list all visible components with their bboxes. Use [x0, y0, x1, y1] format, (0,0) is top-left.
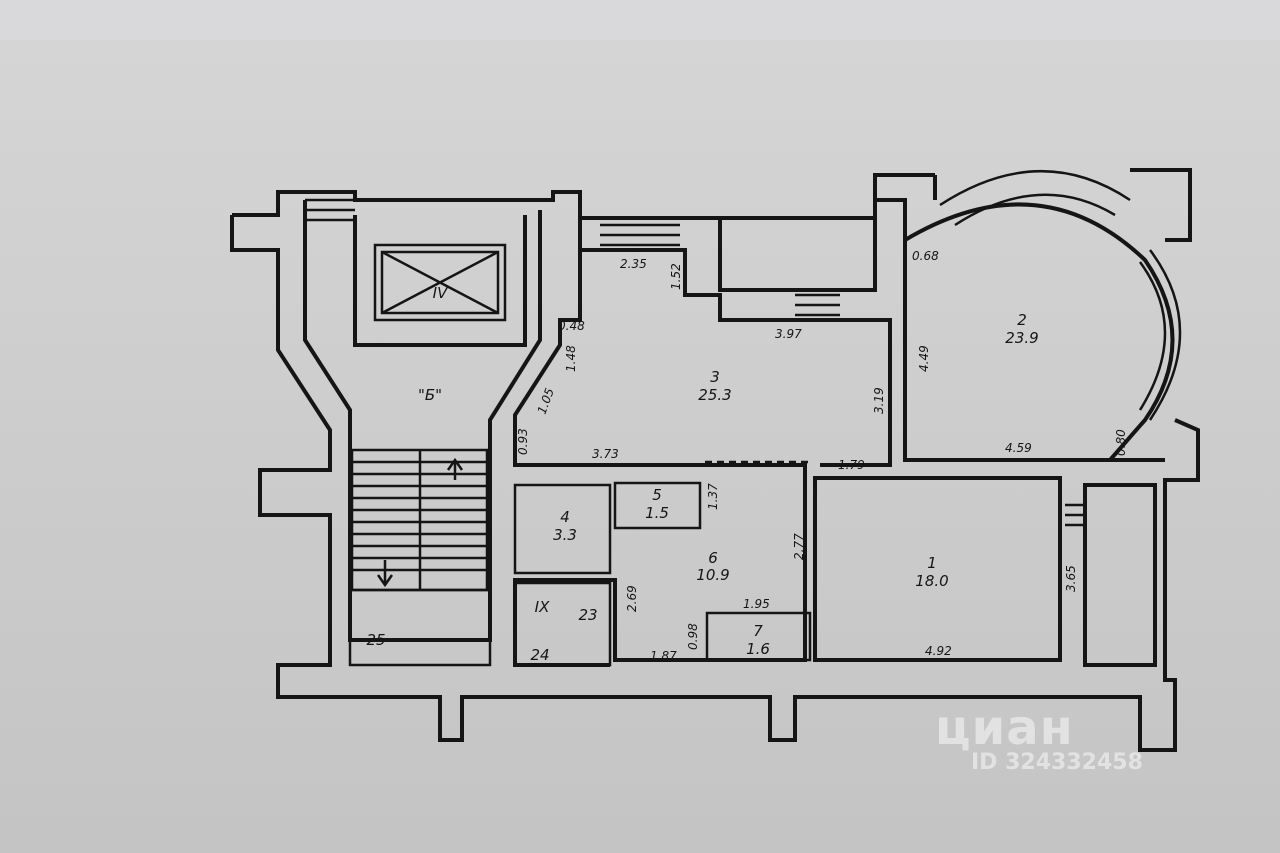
dim-3-73: 3.73 — [592, 447, 619, 461]
room-labels: IV "Б" 3 25.3 2 23.9 1 18.0 4 3.3 5 1.5 … — [366, 284, 1038, 664]
dim-2-35: 2.35 — [620, 257, 647, 271]
room-label-elevator: IV — [433, 284, 449, 302]
room-label-9: IX — [535, 598, 550, 616]
dim-1-05: 1.05 — [535, 386, 557, 416]
room-2-number: 2 — [1017, 311, 1027, 329]
dim-3-19: 3.19 — [872, 387, 886, 414]
room-4-number: 4 — [560, 508, 570, 526]
dim-4-49: 4.49 — [917, 345, 931, 372]
room-5-area: 1.5 — [645, 504, 669, 522]
room-label-25: 25 — [366, 631, 385, 649]
dim-0-48: 0.48 — [558, 319, 585, 333]
room-7-area: 1.6 — [746, 640, 770, 658]
walls — [230, 168, 1200, 752]
dim-0-68: 0.68 — [912, 249, 939, 263]
room-1-number: 1 — [927, 554, 937, 572]
room-1-outline — [813, 476, 1062, 662]
room-3-area: 25.3 — [698, 386, 731, 404]
room-label-24: 24 — [530, 646, 549, 664]
stairs — [305, 198, 1085, 592]
watermark-logo: циан — [935, 700, 1074, 756]
dim-1-48: 1.48 — [564, 345, 578, 372]
watermark-id: ID 324332458 — [971, 750, 1143, 775]
room-7-number: 7 — [753, 622, 763, 640]
dim-2-77: 2.77 — [792, 533, 806, 560]
dim-2-69: 2.69 — [625, 585, 639, 612]
room-2-area: 23.9 — [1005, 329, 1038, 347]
room-5-number: 5 — [652, 486, 662, 504]
dim-0-93: 0.93 — [516, 428, 530, 455]
room-label-stair: "Б" — [418, 386, 442, 404]
dim-4-59: 4.59 — [1005, 441, 1032, 455]
room-label-23: 23 — [578, 606, 597, 624]
watermark: циан ID 324332458 — [935, 700, 1143, 775]
dim-1-87: 1.87 — [650, 649, 677, 663]
room-6-number: 6 — [708, 549, 718, 567]
room-1-area: 18.0 — [915, 572, 948, 590]
room-6-area: 10.9 — [696, 566, 729, 584]
dim-1-37: 1.37 — [706, 483, 720, 510]
room-3-number: 3 — [710, 368, 720, 386]
paper-top-edge — [0, 0, 1280, 40]
room-4-area: 3.3 — [553, 526, 577, 544]
dim-1-79: 1.79 — [838, 458, 865, 472]
dim-4-92: 4.92 — [925, 644, 952, 658]
dim-0-98: 0.98 — [686, 623, 700, 650]
dim-3-97: 3.97 — [775, 327, 802, 341]
elevator-shaft — [373, 243, 507, 322]
dimension-labels: 2.35 1.52 0.48 1.48 1.05 0.93 3.73 3.97 … — [516, 249, 1128, 663]
dim-1-52: 1.52 — [669, 263, 683, 290]
dim-0-80: 0.80 — [1114, 429, 1128, 456]
dim-3-65: 3.65 — [1064, 565, 1078, 592]
dim-1-95: 1.95 — [743, 597, 770, 611]
